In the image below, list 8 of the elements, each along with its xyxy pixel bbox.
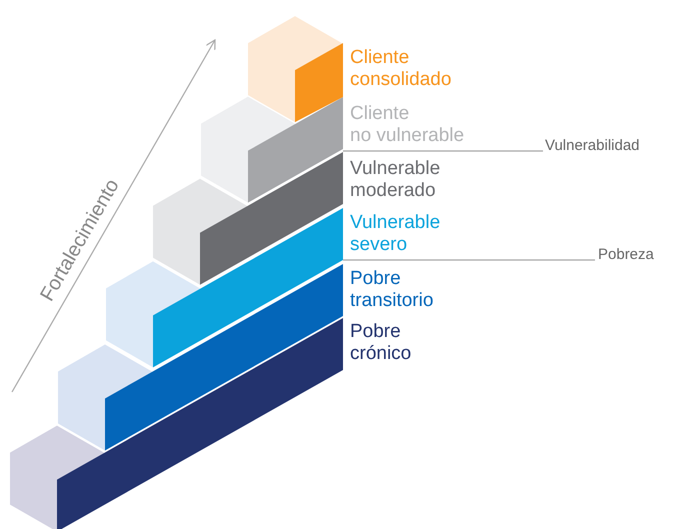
threshold-label: Pobreza	[598, 246, 654, 263]
step-label: Vulnerable severo	[350, 212, 440, 256]
step-label: Pobre transitorio	[350, 268, 434, 312]
threshold-label: Vulnerabilidad	[545, 137, 640, 154]
step-label: Vulnerable moderado	[350, 158, 440, 202]
step-label: Cliente consolidado	[350, 47, 452, 91]
step-label: Cliente no vulnerable	[350, 103, 464, 147]
step-label: Pobre crónico	[350, 321, 412, 365]
